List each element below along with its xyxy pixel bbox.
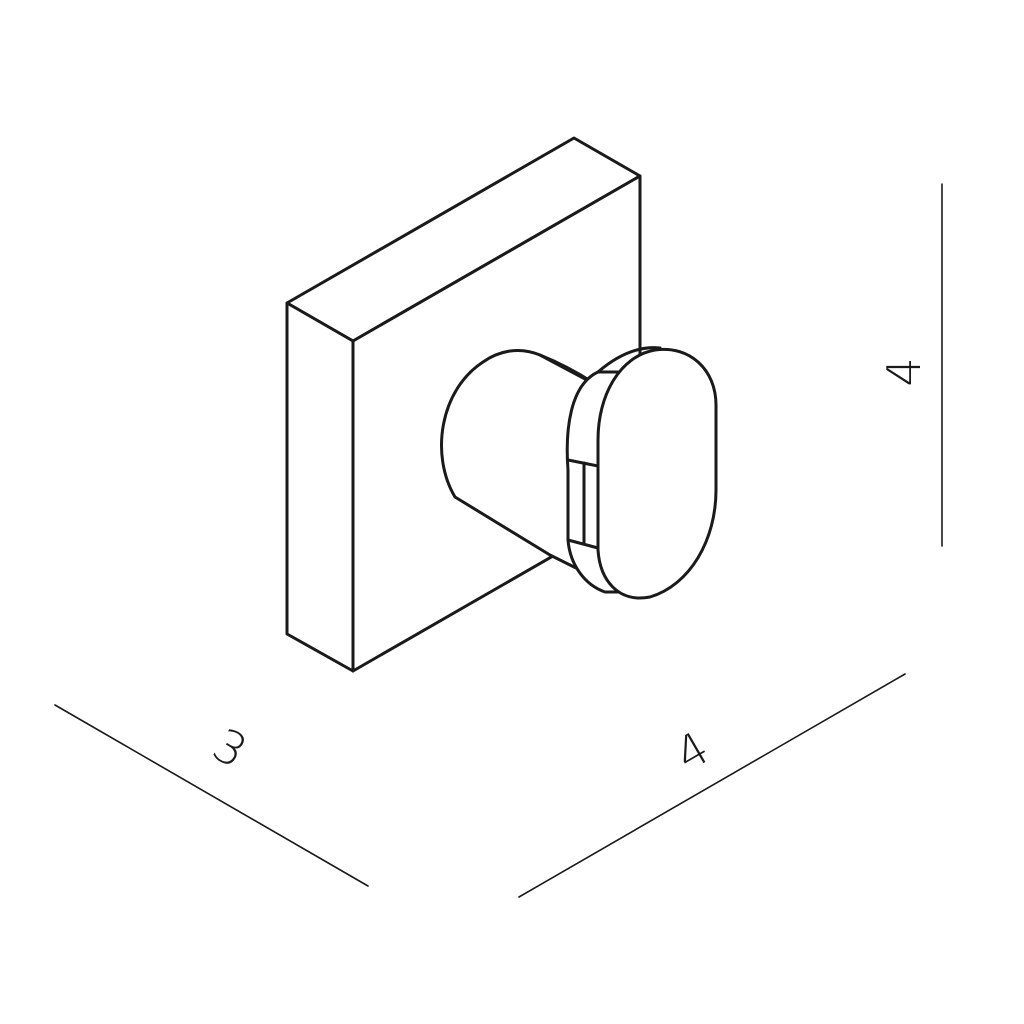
width-dimension: 4: [518, 673, 906, 898]
height-dimension-label: 4: [877, 357, 931, 386]
depth-dimension: 3: [54, 704, 369, 887]
hook-cap-rim: [596, 346, 662, 374]
hook-cap: [565, 346, 718, 600]
height-dimension: 4: [877, 183, 943, 547]
hook-cap-face: [596, 347, 718, 600]
width-dimension-label: 4: [666, 720, 718, 781]
depth-dimension-line: [54, 704, 369, 887]
wall-plate-side-face: [285, 301, 355, 673]
depth-dimension-label: 3: [204, 717, 256, 778]
width-dimension-line: [518, 673, 906, 898]
